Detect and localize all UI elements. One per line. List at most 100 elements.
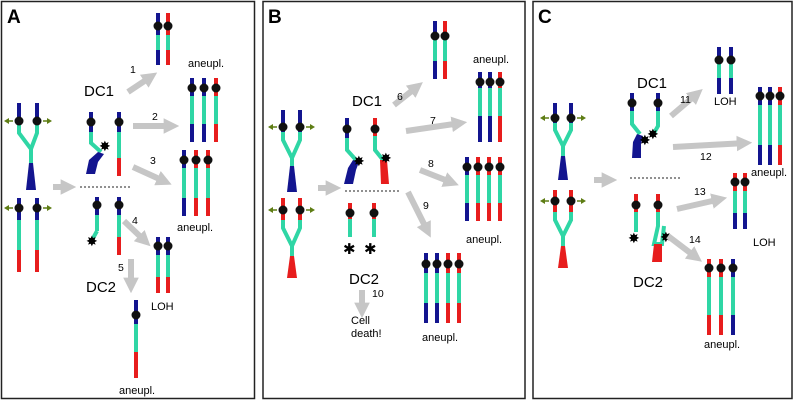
centromere-icon [153,241,163,251]
arrow-number-5: 5 [118,262,124,274]
panel-a-dc2-products: ✸ [86,197,124,255]
centromere-icon [740,177,750,187]
centromere-icon [32,116,42,126]
arrow-number-10: 10 [372,288,384,300]
panel-c-loh-mid: LOH [753,237,776,249]
centromere-icon [114,117,124,127]
centromere-icon [631,200,641,210]
panel-b-cell-death-line1: Cell [351,315,370,327]
panel-c-dc2-label: DC2 [633,274,663,291]
centromere-icon [211,83,221,93]
panel-c-aneupl-top: aneupl. [751,167,787,179]
panel-b-outcome-9 [421,253,464,323]
arrow-number-14: 14 [689,234,701,246]
centromere-icon [566,113,576,123]
panel-b-dc1-label: DC1 [352,93,382,110]
centromere-icon [550,113,560,123]
death-star-icon: ✱ [364,241,377,258]
panel-a-border [0,0,256,400]
death-star-icon: ✱ [343,241,356,258]
centromere-icon [199,83,209,93]
centromere-icon [775,91,785,101]
centromere-icon [295,205,305,215]
centromere-icon [495,162,505,172]
arrow-number-1: 1 [130,64,136,76]
centromere-icon [342,124,352,134]
centromere-icon [278,205,288,215]
centromere-icon [369,208,379,218]
panel-b-dicentric-chromosome-blue [268,110,315,192]
centromere-icon [566,196,576,206]
panel-a-dc2-label: DC2 [86,279,116,296]
arrow-number-6: 6 [397,91,403,103]
break-star-icon: ✸ [660,229,672,245]
centromere-icon [484,162,494,172]
panel-c: C DC1 [532,0,793,400]
centromere-icon [473,162,483,172]
panel-a-aneupl-top: aneupl. [188,58,224,70]
panel-b-outcome-6 [430,21,450,79]
centromere-icon [475,77,485,87]
centromere-icon [114,200,124,210]
centromere-icon [295,122,305,132]
centromere-icon [432,259,442,269]
panel-b: B DC1 [262,0,526,400]
process-arrow-8 [418,167,459,187]
panel-c-letter: C [538,7,552,28]
panel-b-aneupl-bottom: aneupl. [422,332,458,344]
break-star-icon: ✸ [628,230,640,246]
centromere-icon [653,98,663,108]
centromere-icon [14,116,24,126]
panel-b-outcome-8 [462,157,505,221]
panel-b-border [262,0,526,400]
centromere-icon [730,177,740,187]
centromere-icon [704,263,714,273]
centromere-icon [726,55,736,65]
centromere-icon [278,122,288,132]
panel-a-outcome-5 [131,300,141,378]
centromere-icon [370,124,380,134]
break-star-icon: ✸ [647,126,659,142]
centromere-icon [92,200,102,210]
centromere-icon [755,91,765,101]
panel-c-outcome-13 [730,173,750,229]
break-star-icon: ✸ [86,233,98,249]
centromere-icon [653,200,663,210]
process-arrow-4 [121,218,151,247]
centromere-icon [14,203,24,213]
panel-a: A DC1 [0,0,256,400]
centromere-icon [714,55,724,65]
arrow-number-12: 12 [700,151,712,163]
panel-a-dc1-products: ✸ [86,112,124,176]
panel-b-dc2-products: ✱ ✱ [343,203,379,258]
panel-a-loh: LOH [151,301,174,313]
panel-a-letter: A [7,7,21,28]
centromere-icon [454,259,464,269]
centromere-icon [153,21,163,31]
centromere-icon [187,83,197,93]
centromere-icon [203,155,213,165]
panel-a-homolog-pair [4,198,52,272]
centromere-icon [627,98,637,108]
break-star-icon: ✸ [99,138,111,154]
centromere-icon [443,259,453,269]
process-arrow-7 [405,116,468,134]
panel-c-loh-top: LOH [714,96,737,108]
centromere-icon [716,263,726,273]
centromere-icon [728,263,738,273]
process-arrow-3 [131,164,172,186]
arrow-number-11: 11 [680,94,691,106]
centromere-icon [430,31,440,41]
panel-b-outcome-7 [475,72,505,142]
panel-c-outcome-14 [704,259,738,335]
panel-c-dc1-products: ✸ ✸ [627,93,663,158]
process-arrow-12 [672,135,753,152]
panel-a-outcome-4 [153,237,173,293]
process-arrow-14 [666,233,702,262]
centromere-icon [440,31,450,41]
panel-b-cell-death-line2: death! [351,328,382,340]
centromere-icon [179,155,189,165]
panel-b-dc2-label: DC2 [349,271,379,288]
panel-c-aneupl-bottom: aneupl. [704,339,740,351]
